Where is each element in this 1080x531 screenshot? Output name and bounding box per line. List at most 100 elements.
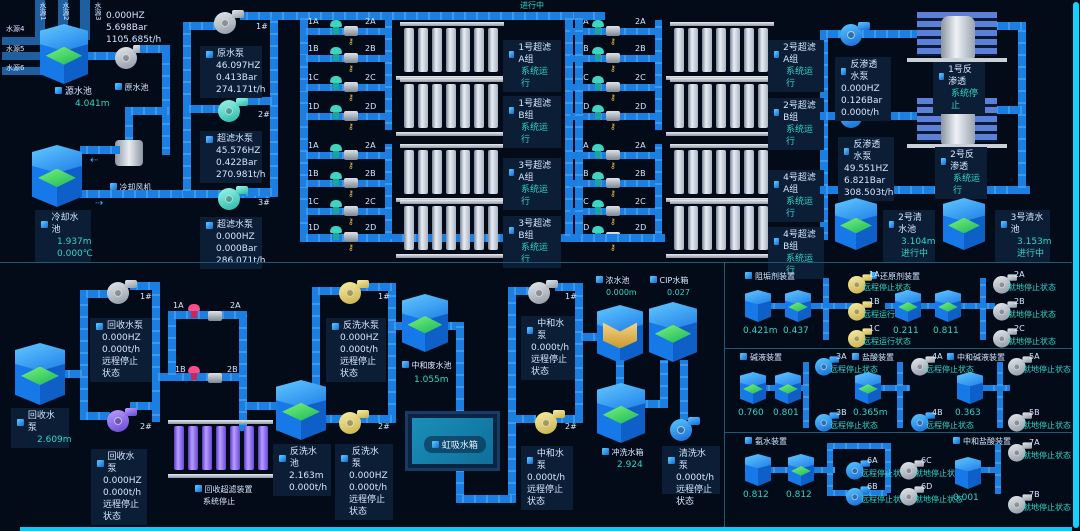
vertical-scrollbar[interactable] bbox=[1073, 2, 1079, 528]
pump-5b[interactable] bbox=[1008, 412, 1032, 432]
pump-3a[interactable] bbox=[815, 356, 839, 376]
uf-filter-rack[interactable] bbox=[666, 200, 778, 258]
recovery-uf-rack[interactable] bbox=[168, 420, 273, 478]
inlet-valve[interactable] bbox=[592, 105, 604, 119]
inlet-valve[interactable] bbox=[592, 76, 604, 90]
inlet-valve[interactable] bbox=[330, 47, 342, 61]
pump-6a[interactable] bbox=[846, 460, 870, 480]
uf-filter-rack[interactable] bbox=[666, 22, 778, 80]
pump-2a[interactable] bbox=[993, 274, 1017, 294]
cooling-pool-tank[interactable] bbox=[32, 145, 82, 207]
reductant-tank-1[interactable] bbox=[895, 290, 921, 322]
uf-filter-rack[interactable] bbox=[396, 200, 508, 258]
flush-tank[interactable] bbox=[597, 383, 645, 443]
inlet-valve[interactable] bbox=[330, 200, 342, 214]
valve-2a[interactable] bbox=[208, 311, 222, 321]
uf-group-3b[interactable]: 3号超滤B组 系统运行 bbox=[503, 216, 561, 268]
pump-1a[interactable] bbox=[848, 274, 872, 294]
backwash-pump-2[interactable] bbox=[339, 410, 369, 434]
uf-pump-2[interactable] bbox=[218, 98, 248, 122]
outlet-valve[interactable] bbox=[606, 178, 620, 188]
outlet-valve[interactable] bbox=[606, 26, 620, 36]
source-pool-tank[interactable] bbox=[40, 24, 88, 84]
pump-4a[interactable] bbox=[911, 356, 935, 376]
reductant-tank-2[interactable] bbox=[935, 290, 961, 322]
uf-pump-3[interactable] bbox=[218, 186, 248, 210]
outlet-valve[interactable] bbox=[344, 150, 358, 160]
neutral-acid-tank[interactable] bbox=[955, 457, 981, 489]
outlet-valve[interactable] bbox=[606, 53, 620, 63]
outlet-valve[interactable] bbox=[344, 206, 358, 216]
pump-1c[interactable] bbox=[848, 328, 872, 348]
acid-tank-1[interactable] bbox=[855, 372, 881, 404]
outlet-valve[interactable] bbox=[344, 178, 358, 188]
conc-pool-tank[interactable] bbox=[597, 305, 643, 363]
uf-group-2b[interactable]: 2号超滤B组 系统运行 bbox=[768, 98, 824, 150]
pump-7a[interactable] bbox=[1008, 442, 1032, 462]
pump-3b[interactable] bbox=[815, 412, 839, 432]
clean-pump[interactable] bbox=[670, 417, 700, 441]
uf-group-3a[interactable]: 3号超滤A组 系统运行 bbox=[503, 158, 561, 210]
backwash-pool-tank[interactable] bbox=[276, 380, 326, 440]
ro-unit-1[interactable] bbox=[907, 12, 1007, 62]
pump-6b[interactable] bbox=[846, 486, 870, 506]
siphon-tank[interactable]: 虹吸水箱 bbox=[405, 411, 500, 471]
ro-pump-1[interactable] bbox=[840, 22, 870, 46]
antiscalant-tank-1[interactable] bbox=[745, 290, 771, 322]
valve-1b[interactable] bbox=[188, 366, 200, 380]
uf-filter-rack[interactable] bbox=[666, 144, 778, 202]
uf-group-4b[interactable]: 4号超滤B组 系统运行 bbox=[768, 227, 824, 279]
pump-6d[interactable] bbox=[900, 486, 924, 506]
pump-6c[interactable] bbox=[900, 460, 924, 480]
neutral-pool-tank[interactable] bbox=[402, 294, 448, 352]
inlet-valve[interactable] bbox=[592, 200, 604, 214]
outlet-valve[interactable] bbox=[606, 82, 620, 92]
horizontal-scrollbar[interactable] bbox=[20, 527, 1072, 531]
neutral-pump-2[interactable] bbox=[535, 410, 565, 434]
recovery-pump-1[interactable] bbox=[107, 280, 137, 304]
alkali-tank-1[interactable] bbox=[740, 372, 766, 404]
ammonia-tank-1[interactable] bbox=[745, 454, 771, 486]
neutral-pump-1[interactable] bbox=[528, 280, 558, 304]
inlet-valve[interactable] bbox=[330, 20, 342, 34]
uf-group-1a[interactable]: 1号超滤A组 系统运行 bbox=[503, 40, 561, 92]
inlet-valve[interactable] bbox=[330, 172, 342, 186]
inlet-valve[interactable] bbox=[330, 105, 342, 119]
pump-7b[interactable] bbox=[1008, 494, 1032, 514]
alkali-tank-2[interactable] bbox=[775, 372, 801, 404]
inlet-valve[interactable] bbox=[330, 144, 342, 158]
outlet-valve[interactable] bbox=[606, 150, 620, 160]
valve-1a[interactable] bbox=[188, 304, 200, 318]
pump-2c[interactable] bbox=[993, 328, 1017, 348]
uf-group-2a[interactable]: 2号超滤A组 系统运行 bbox=[768, 40, 824, 92]
inlet-valve[interactable] bbox=[592, 144, 604, 158]
source-pump[interactable] bbox=[115, 45, 145, 69]
outlet-valve[interactable] bbox=[344, 26, 358, 36]
pump-5a[interactable] bbox=[1008, 356, 1032, 376]
pump-2b[interactable] bbox=[993, 301, 1017, 321]
outlet-valve[interactable] bbox=[344, 82, 358, 92]
recovery-pump-2[interactable] bbox=[107, 408, 137, 432]
outlet-valve[interactable] bbox=[344, 53, 358, 63]
clear-pool-2-tank[interactable] bbox=[835, 198, 877, 250]
inlet-valve[interactable] bbox=[592, 20, 604, 34]
ammonia-tank-2[interactable] bbox=[788, 454, 814, 486]
pump-1b[interactable] bbox=[848, 301, 872, 321]
uf-filter-rack[interactable] bbox=[396, 78, 508, 136]
outlet-valve[interactable] bbox=[606, 111, 620, 121]
raw-water-pump-1[interactable] bbox=[214, 10, 244, 34]
outlet-valve[interactable] bbox=[606, 206, 620, 216]
uf-filter-rack[interactable] bbox=[396, 144, 508, 202]
pump-4b[interactable] bbox=[911, 412, 935, 432]
backwash-pump-1[interactable] bbox=[339, 280, 369, 304]
recovery-pool-tank[interactable] bbox=[15, 343, 65, 405]
uf-group-1b[interactable]: 1号超滤B组 系统运行 bbox=[503, 96, 561, 148]
clear-pool-3-tank[interactable] bbox=[943, 198, 985, 250]
outlet-valve[interactable] bbox=[344, 232, 358, 242]
antiscalant-tank-2[interactable] bbox=[785, 290, 811, 322]
uf-group-4a[interactable]: 4号超滤A组 系统运行 bbox=[768, 170, 824, 222]
outlet-valve[interactable] bbox=[344, 111, 358, 121]
uf-filter-rack[interactable] bbox=[396, 22, 508, 80]
inlet-valve[interactable] bbox=[592, 47, 604, 61]
inlet-valve[interactable] bbox=[592, 172, 604, 186]
